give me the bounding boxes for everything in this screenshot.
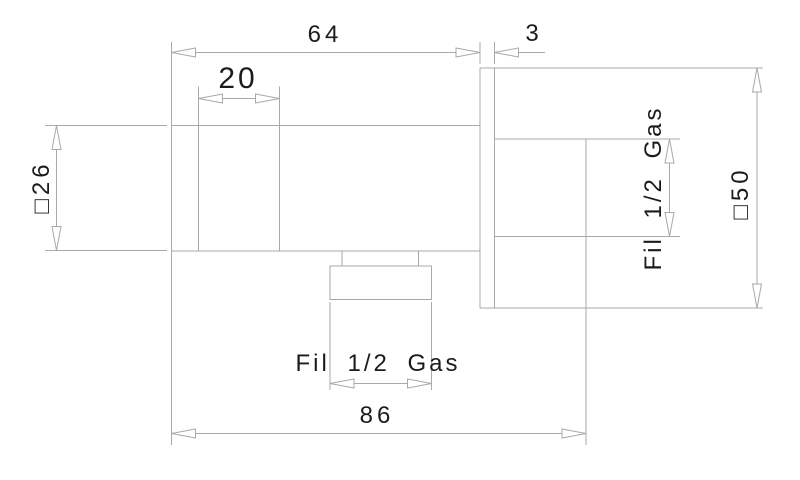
valve-part-outline	[171, 42, 587, 445]
dim-label-inlet-thread: Fil 1/2 Gas	[640, 105, 667, 271]
arrow-sq50-bottom	[751, 283, 763, 309]
wall-plate-outline	[479, 67, 495, 309]
arrow-sq26-top	[51, 125, 62, 150]
dimension-arrowheads	[51, 47, 763, 439]
arrow-outlet-thread-right	[407, 378, 432, 389]
dim-label-plate-thickness: 3	[525, 20, 543, 47]
arrow-outlet-thread-left	[329, 378, 355, 389]
dim-label-outlet-thread: Fil 1/2 Gas	[295, 350, 461, 377]
dim-label-overall-length: 86	[359, 402, 395, 429]
dim-label-plate-square: □50	[727, 166, 754, 220]
inlet-thread-connector-outline	[494, 138, 587, 237]
arrow-inlet-thread-top	[664, 138, 675, 164]
dim-label-knurl-width: 20	[218, 62, 258, 95]
arrow-3	[494, 47, 519, 58]
arrow-20-right	[255, 93, 280, 104]
outlet-collar-outline	[329, 265, 432, 300]
arrow-86-left	[171, 428, 196, 439]
dim-label-body-length: 64	[307, 21, 343, 48]
arrow-64-left	[171, 47, 196, 58]
dim-label-body-square: □26	[28, 160, 55, 214]
arrow-64-right	[455, 47, 481, 58]
arrow-sq26-bottom	[51, 226, 62, 251]
arrow-sq50-top	[751, 67, 763, 93]
arrow-inlet-thread-bottom	[664, 212, 675, 237]
arrow-20-left	[198, 93, 223, 104]
arrow-86-right	[561, 428, 587, 439]
